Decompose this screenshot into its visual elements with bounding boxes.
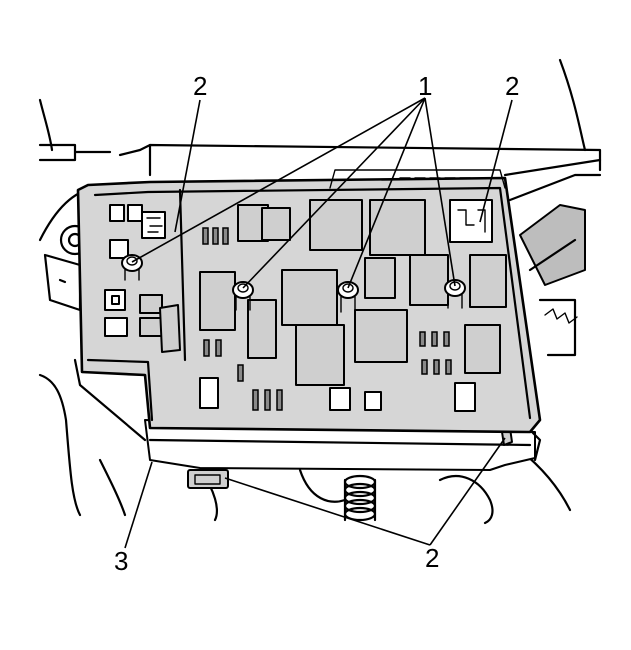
relay (364, 257, 396, 299)
callout-label-1: 1 (418, 71, 432, 101)
relay (409, 254, 449, 306)
callout-label-2: 2 (505, 71, 519, 101)
relay (369, 199, 426, 256)
callout-label-2: 2 (193, 71, 207, 101)
connector-slot (199, 377, 219, 409)
relay (354, 309, 408, 363)
relay (281, 269, 338, 326)
bolt (444, 279, 466, 309)
connector-slot (454, 382, 476, 412)
connector-slot (329, 387, 351, 411)
relay (261, 207, 291, 241)
connector-slot (364, 391, 382, 411)
wiring-harness-coil (343, 474, 377, 522)
bolt (232, 281, 254, 311)
bolt-group (121, 254, 466, 313)
relay (199, 271, 236, 331)
retaining-clip (187, 469, 229, 489)
fuse-label-box (449, 199, 493, 243)
leader-lines (124, 97, 513, 549)
callout-label-3: 3 (114, 546, 128, 576)
relay (309, 199, 363, 251)
relay (295, 324, 345, 386)
bolt (337, 281, 359, 313)
left-fuse-group (104, 204, 181, 353)
mini-fuse-group (199, 227, 476, 412)
relay (464, 324, 501, 374)
relay (247, 299, 277, 359)
callout-labels: 2 1 2 2 3 (114, 71, 519, 576)
relay (469, 254, 507, 308)
callout-label-2: 2 (425, 543, 439, 573)
